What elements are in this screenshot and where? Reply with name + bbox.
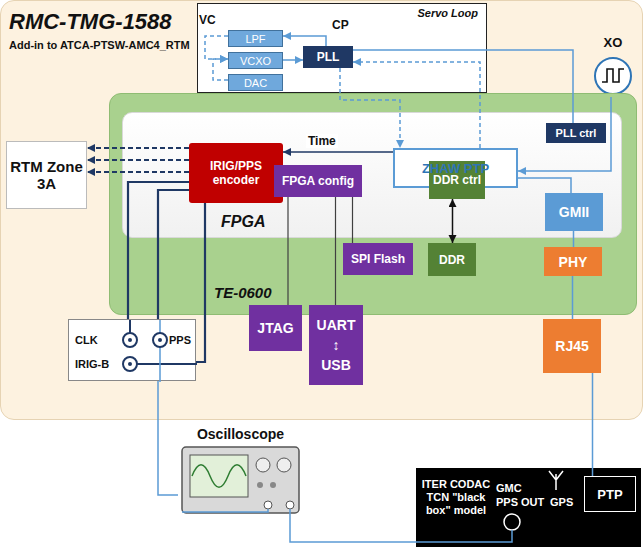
node-label: Oscilloscope [178, 426, 303, 442]
node-label: DAC [244, 77, 267, 89]
node-label: Servo Loop [348, 7, 478, 19]
signal-label: VC [199, 13, 216, 27]
connector [352, 197, 353, 243]
node-label: PPS [169, 334, 191, 346]
vcxo-box: VCXO [228, 52, 283, 69]
oscilloscope-illustration: Oscilloscope [178, 425, 303, 525]
connector [283, 36, 326, 46]
connector [213, 59, 228, 80]
node-label: RJ45 [555, 338, 588, 354]
node-label: XO [591, 35, 635, 50]
connector [87, 159, 189, 161]
connector [196, 203, 205, 362]
connector [518, 178, 571, 193]
black-box-model: ITER CODAC TCN "black box" model GMC PPS O… [416, 468, 641, 547]
node-label: PHY [559, 254, 588, 270]
connector [205, 36, 228, 59]
connector [452, 199, 454, 243]
fpga-config-box: FPGA config [274, 165, 362, 197]
connector [592, 373, 594, 476]
node-label: FPGA config [282, 174, 354, 188]
connector [572, 276, 574, 319]
ptp-box: PTP [584, 476, 636, 512]
module-region: TE-0600FPGAIRIG/PPS encoderZHAW PTPPLL c… [109, 93, 637, 315]
connector [353, 62, 480, 148]
node-label: DDR ctrl [433, 173, 481, 187]
node-label: CLK [75, 334, 98, 346]
node-label: IRIG-B [75, 358, 109, 370]
connector [158, 381, 178, 495]
gmii-box: GMII [545, 193, 603, 231]
connector [353, 50, 573, 123]
connector [283, 151, 393, 153]
node-label: GMII [559, 204, 589, 220]
pll-ctrl-box: PLL ctrl [546, 123, 606, 143]
node-label: RTM Zone 3A [7, 158, 86, 192]
node-label: GMC [496, 482, 522, 494]
connector [87, 147, 189, 149]
oscillator-symbol: XO [591, 35, 635, 97]
rtm-zone-box: RTM Zone 3A [6, 141, 87, 209]
phy-box: PHY [544, 247, 602, 276]
uart-usb-box: UART ↕ USB [309, 305, 363, 385]
node-label: PPS OUT [496, 496, 544, 508]
connector [283, 59, 303, 61]
node-label: SPI Flash [351, 252, 405, 266]
node-label: DDR [439, 253, 465, 267]
node-label: PLL ctrl [556, 127, 597, 139]
rj45-box: RJ45 [543, 319, 601, 373]
node-label: UART ↕ USB [314, 315, 358, 375]
fpga-region: FPGAIRIG/PPS encoderZHAW PTPPLL ctrlFPGA… [122, 112, 622, 238]
node-label: PLL [317, 50, 340, 64]
node-graphic [69, 320, 197, 382]
jtag-box: JTAG [249, 305, 302, 351]
dac-box: DAC [228, 74, 283, 91]
encoder-box: IRIG/PPS encoder [189, 143, 283, 203]
lpf-box: LPF [228, 30, 283, 47]
node-label: ITER CODAC TCN "black box" model [420, 478, 492, 517]
node-label: Add-in to ATCA-PTSW-AMC4_RTM [9, 39, 190, 51]
connector [158, 190, 189, 319]
node-label: FPGA [221, 213, 265, 231]
pll-box: PLL [303, 46, 353, 68]
node-label: LPF [245, 33, 265, 45]
servo-loop-box: Servo LoopLPF VCXO DAC PLL [197, 3, 487, 93]
connector [287, 197, 288, 305]
connector [335, 197, 336, 305]
connector [518, 97, 611, 171]
node-label: TE-0600 [214, 284, 272, 301]
spi-flash-box: SPI Flash [343, 243, 413, 275]
ddr-box: DDR [428, 243, 476, 276]
connector-panel: CLK PPS IRIG-B [68, 319, 196, 381]
node-label: GPS [550, 496, 573, 508]
node-label: JTAG [257, 320, 293, 336]
node-label: RMC-TMG-1588 [9, 9, 172, 35]
connector [573, 231, 575, 247]
board-region: RMC-TMG-1588Add-in to ATCA-PTSW-AMC4_RTM… [0, 0, 643, 420]
connector [290, 525, 416, 542]
edge-label: CP [330, 18, 351, 32]
node-label: PTP [597, 487, 622, 502]
edge-label: Time [306, 134, 338, 148]
connector [128, 182, 189, 319]
connector [87, 171, 189, 173]
connector [340, 68, 400, 148]
node-label: IRIG/PPS encoder [189, 159, 283, 187]
node-label: VCXO [240, 55, 271, 67]
